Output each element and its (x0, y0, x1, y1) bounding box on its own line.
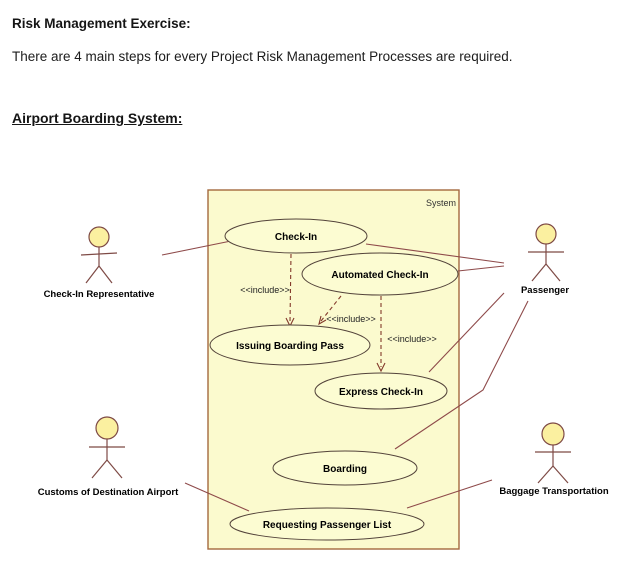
usecase-boarding-ellipse (272, 450, 418, 486)
include-label-1: <<include>> (240, 285, 290, 295)
usecase-boarding: Boarding (272, 450, 418, 486)
usecase-issuing-boarding-pass-ellipse (209, 324, 371, 366)
usecase-express-check-in: Express Check-In (314, 372, 448, 410)
include-label-3: <<include>> (387, 334, 437, 344)
actor-leg-left (85, 265, 100, 284)
actor-leg-left (531, 263, 547, 282)
assoc-customs-to-requesting-list (184, 482, 250, 512)
actor-baggage-transportation: Baggage Transportation (499, 422, 609, 497)
actor-customs-label: Customs of Destination Airport (38, 487, 179, 498)
actor-customs-of-destination-airport: Customs of Destination Airport (38, 416, 179, 498)
usecase-boarding-label: Boarding (323, 464, 367, 475)
actor-leg-right (98, 265, 113, 284)
actor-leg-right (106, 459, 123, 479)
actor-head-icon (95, 416, 119, 440)
include-label-2: <<include>> (326, 314, 376, 324)
include-arrowhead-2 (318, 315, 327, 326)
usecase-issuing-boarding-pass-label: Issuing Boarding Pass (236, 341, 344, 352)
usecase-check-in-label: Check-In (275, 232, 317, 243)
usecase-express-check-in-label: Express Check-In (339, 387, 423, 398)
usecase-automated-check-in: Automated Check-In (301, 252, 459, 296)
actor-head-icon (541, 422, 565, 446)
actor-arms (80, 252, 118, 256)
assoc-checkin-to-passenger (365, 243, 505, 264)
usecase-issuing-boarding-pass: Issuing Boarding Pass (209, 324, 371, 366)
system-boundary-label: System (426, 198, 456, 208)
include-arrowhead-3 (376, 362, 386, 373)
actor-leg-left (537, 465, 554, 484)
actor-head-icon (88, 226, 110, 248)
assoc-passenger-to-express-checkin (428, 292, 505, 373)
usecase-requesting-passenger-list-ellipse (229, 507, 425, 541)
actor-leg-right (545, 263, 561, 282)
usecase-requesting-passenger-list: Requesting Passenger List (229, 507, 425, 541)
actor-check-in-representative-label: Check-In Representative (44, 289, 155, 300)
include-checkin-to-issuing-pass (289, 253, 292, 323)
usecase-requesting-passenger-list-label: Requesting Passenger List (263, 520, 392, 531)
doc-intro-paragraph: There are 4 main steps for every Project… (12, 49, 513, 64)
assoc-automated-checkin-to-passenger (457, 265, 505, 272)
assoc-checkin-rep-to-checkin (161, 240, 232, 256)
actor-baggage-transportation-label: Baggage Transportation (499, 486, 608, 497)
assoc-baggage-to-requesting-list (406, 479, 493, 509)
doc-title: Risk Management Exercise: (12, 16, 191, 31)
actor-head-icon (535, 223, 557, 245)
usecase-check-in-ellipse (224, 218, 368, 254)
usecase-automated-check-in-ellipse (301, 252, 459, 296)
actor-passenger: Passenger (521, 223, 569, 296)
actor-passenger-label: Passenger (521, 285, 569, 296)
actor-check-in-representative: Check-In Representative (44, 226, 155, 300)
usecase-check-in: Check-In (224, 218, 368, 254)
assoc-passenger-to-boarding (394, 300, 529, 450)
actor-leg-right (552, 465, 569, 484)
actor-leg-left (91, 459, 108, 479)
section-heading: Airport Boarding System: (12, 110, 183, 126)
usecase-automated-check-in-label: Automated Check-In (331, 270, 428, 281)
include-automated-to-issuing-pass (320, 295, 342, 322)
usecase-express-check-in-ellipse (314, 372, 448, 410)
